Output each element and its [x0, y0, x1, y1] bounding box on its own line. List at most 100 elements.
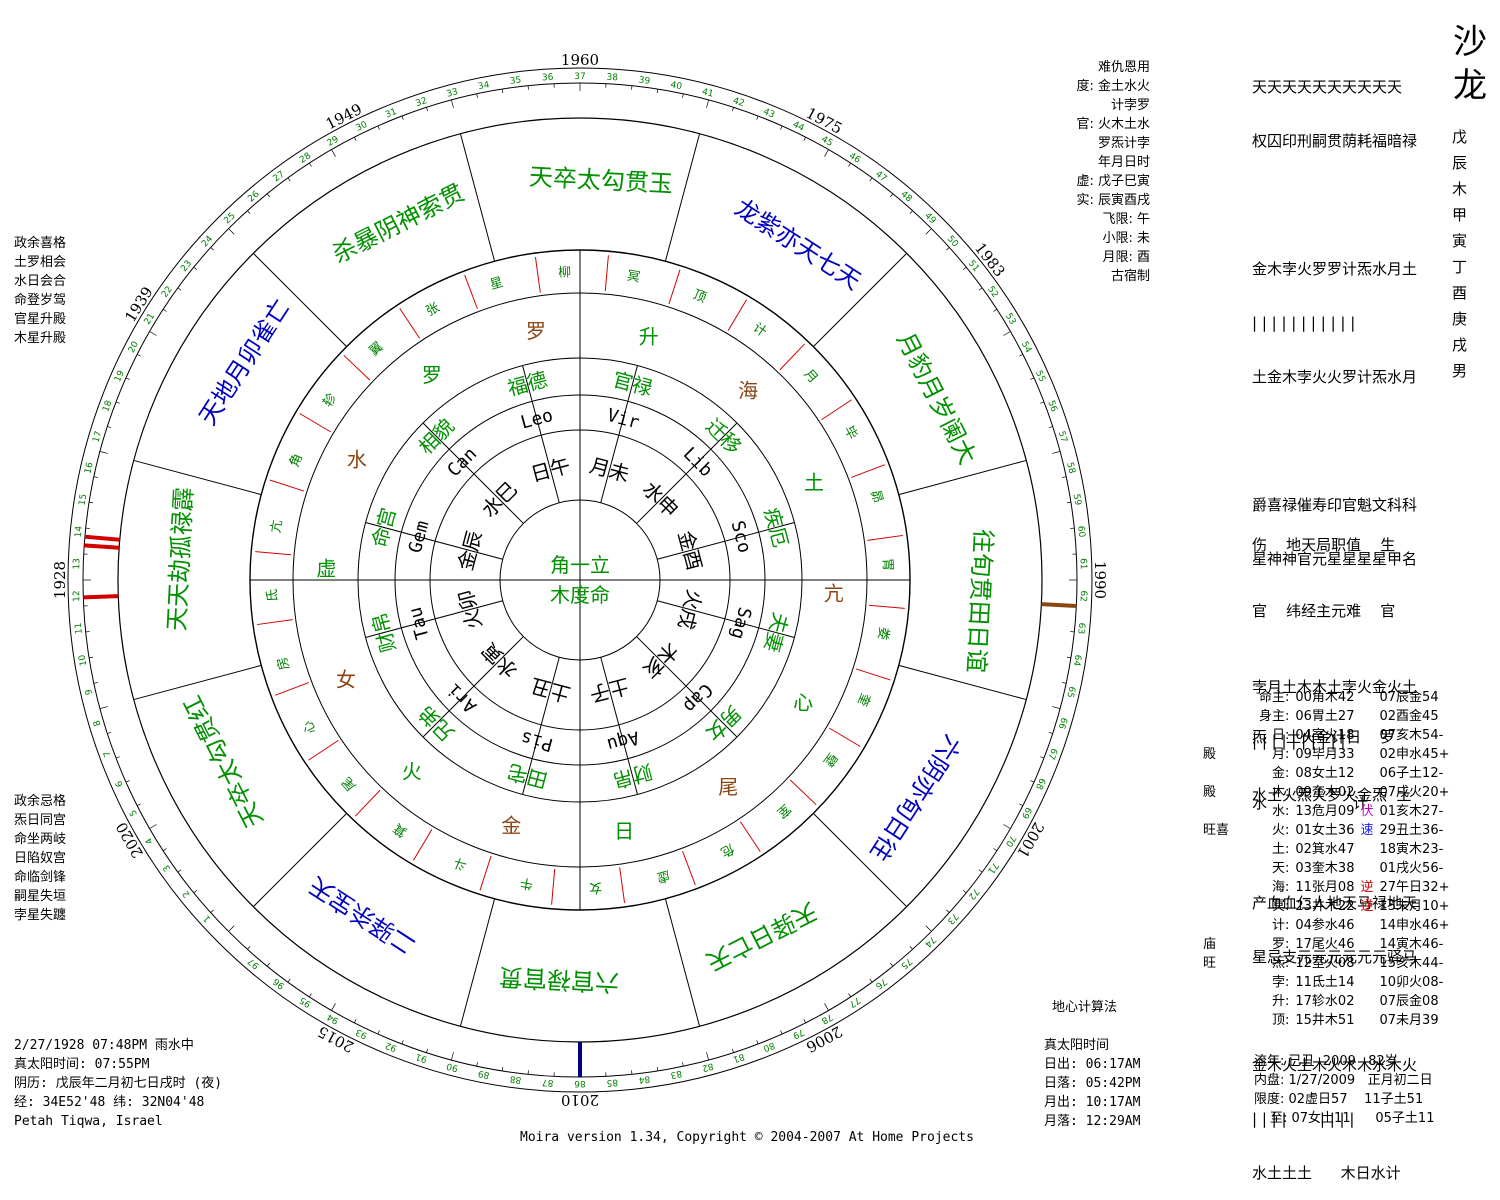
- mansion-label: 星: [488, 275, 505, 293]
- planet-pos-b: 07未月39: [1377, 1009, 1453, 1028]
- outer-tick: [229, 229, 235, 235]
- outer-tick: [178, 288, 181, 290]
- planet-pos-b: 07辰金54: [1377, 686, 1453, 705]
- calendar-line-8: 虚: 戊子巳寅: [1040, 172, 1150, 191]
- palace-label: 财帛: [610, 759, 655, 793]
- age-number: 48: [898, 189, 913, 204]
- mansion-tick: [255, 552, 291, 555]
- planet-pos-b: 07亥木54-: [1377, 724, 1453, 743]
- outer-tick: [993, 309, 996, 311]
- planet-tag: 殿: [1200, 743, 1256, 762]
- planet-pos-a: 02箕水47: [1292, 838, 1357, 857]
- planet-mark: [1357, 724, 1376, 743]
- planet-pos-a: 12室火08: [1292, 952, 1357, 971]
- planet-name: 命主:: [1256, 686, 1292, 705]
- flow-line-4: 至: 07女土11 05子土11: [1254, 1109, 1434, 1128]
- year-label: 1960: [561, 51, 599, 69]
- planet-pos-b: 29丑土36-: [1377, 819, 1453, 838]
- mansion-tick: [257, 620, 293, 625]
- side-char-4: 甲: [1452, 202, 1467, 228]
- age-number: 37: [574, 72, 585, 82]
- age-number: 70: [1003, 833, 1018, 848]
- planet-glyph: 亢: [824, 582, 844, 606]
- outer-tick: [1030, 378, 1034, 380]
- mansion-tick: [728, 300, 746, 331]
- side-char-10: 男: [1452, 358, 1467, 384]
- mansion-tick: [535, 257, 540, 293]
- outer-tick: [926, 229, 932, 235]
- calendar-line-4: 官: 火木土水: [1040, 115, 1150, 134]
- outer-tick: [267, 194, 270, 197]
- planet-tag: 庙: [1200, 933, 1256, 952]
- mansion-tick: [344, 355, 370, 380]
- mansion-tick: [683, 851, 696, 885]
- year-label: 1975: [803, 104, 845, 138]
- mansion-label: 牛: [519, 874, 534, 891]
- mansion-label: 张: [424, 300, 443, 319]
- planet-tag: 旺喜: [1200, 819, 1256, 838]
- palace-stars: 天卒太勾贯玉: [528, 163, 673, 198]
- outer-tick: [100, 451, 108, 453]
- planet-name: 天:: [1256, 857, 1292, 876]
- side-char-9: 戌: [1452, 332, 1467, 358]
- planet-tag: 旺: [1200, 952, 1256, 971]
- outer-tick: [107, 426, 111, 427]
- outer-tick: [194, 890, 197, 893]
- flow-info: 流年: 已丑 2009 82岁 内盘: 1/27/2009 正月初二日 限度: …: [1254, 1052, 1434, 1128]
- outer-tick: [332, 1003, 336, 1010]
- outer-tick: [229, 926, 235, 932]
- mansion-tick: [552, 869, 555, 905]
- branch-label: 日午: [528, 453, 573, 487]
- outer-tick: [825, 1003, 829, 1010]
- outer-tick: [1062, 683, 1066, 684]
- age-number: 19: [113, 369, 127, 384]
- side-char-6: 丁: [1452, 254, 1467, 280]
- age-number: 6: [114, 779, 126, 789]
- branch-label: 金辰: [453, 528, 487, 573]
- age-number: 16: [83, 461, 95, 475]
- mansion-label: 奎: [854, 691, 873, 709]
- age-number: 27: [272, 169, 287, 184]
- calendar-line-9: 实: 辰寅酉戌: [1040, 191, 1150, 210]
- age-number: 94: [325, 1011, 340, 1025]
- planet-glyph: 虚: [316, 556, 336, 580]
- outer-tick: [378, 1030, 380, 1034]
- outer-tick: [137, 354, 141, 356]
- planet-tag: [1200, 876, 1256, 895]
- planet-name: 罗:: [1256, 933, 1292, 952]
- age-number: 20: [127, 340, 141, 355]
- outer-tick: [1049, 732, 1053, 733]
- left-bottom-item-5: 命临剑锋: [14, 868, 66, 887]
- geo-calc-label: 地心计算法: [1052, 998, 1117, 1017]
- mansion-tick: [856, 669, 890, 680]
- moonrise: 月出: 10:17AM: [1044, 1093, 1140, 1112]
- left-top-item-1: 政余喜格: [14, 234, 66, 253]
- planet-tag: [1200, 857, 1256, 876]
- planet-tag: [1200, 971, 1256, 990]
- planet-name: 火:: [1256, 819, 1292, 838]
- planet-name: 日:: [1256, 724, 1292, 743]
- mansion-tick: [275, 683, 309, 696]
- outer-tick: [1019, 804, 1023, 806]
- outer-tick: [126, 781, 130, 783]
- mansion-tick: [400, 308, 420, 338]
- planet-tag: [1200, 800, 1256, 819]
- planet-name: 木:: [1256, 781, 1292, 800]
- planet-name: 身主:: [1256, 705, 1292, 724]
- outer-tick: [477, 1062, 478, 1066]
- duty-row-2: 官 纬经主元难 官: [1252, 600, 1395, 622]
- age-number: 40: [670, 80, 683, 92]
- sign-label: Tau: [405, 605, 434, 642]
- planet-pos-b: 14寅木46-: [1377, 933, 1453, 952]
- planet-mark: [1357, 838, 1376, 857]
- outer-tick: [979, 870, 982, 872]
- year-label: 1990: [1091, 561, 1109, 599]
- palace-stars: 天地月卯雀亡: [194, 294, 296, 430]
- age-number: 38: [606, 73, 618, 84]
- age-number: 30: [354, 120, 369, 134]
- planet-tag: [1200, 914, 1256, 933]
- planet-mark: 速: [1357, 819, 1376, 838]
- palace-stars: 往旬贯田日谊: [962, 528, 997, 673]
